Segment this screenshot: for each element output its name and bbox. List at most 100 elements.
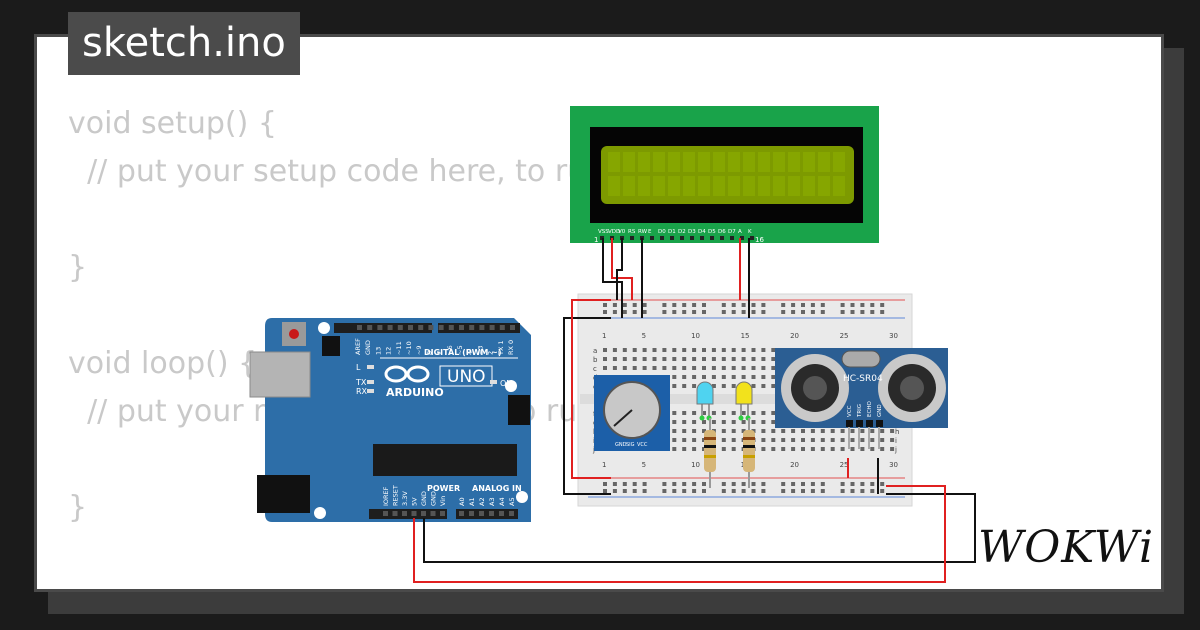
breadboard-hole bbox=[751, 366, 756, 370]
rail-hole bbox=[692, 310, 697, 314]
column-number: 25 bbox=[840, 461, 849, 469]
digital-pin-label: 4 bbox=[466, 351, 474, 355]
breadboard-hole bbox=[721, 420, 726, 424]
breadboard-hole bbox=[791, 447, 796, 451]
resistor bbox=[704, 418, 716, 488]
power-pin-label: 5V bbox=[411, 497, 419, 506]
breadboard-hole bbox=[830, 438, 835, 442]
lcd-pin bbox=[690, 236, 694, 240]
header-pin bbox=[448, 325, 454, 330]
breadboard-hole bbox=[751, 357, 756, 361]
breadboard-hole bbox=[880, 438, 885, 442]
header-pin bbox=[357, 325, 362, 330]
digital-pin-label: ~10 bbox=[405, 341, 413, 355]
rail-hole bbox=[603, 482, 607, 486]
lcd-char-cell bbox=[803, 176, 815, 196]
rail-hole bbox=[612, 489, 617, 493]
lcd-pin-label: D7 bbox=[728, 229, 736, 235]
column-number: 20 bbox=[790, 332, 799, 340]
breadboard-hole bbox=[771, 375, 776, 379]
breadboard-hole bbox=[751, 420, 756, 424]
code-line: void loop() { bbox=[68, 346, 258, 381]
breadboard-hole bbox=[761, 438, 766, 442]
breadboard-hole bbox=[890, 447, 895, 451]
breadboard-hole bbox=[682, 366, 687, 370]
code-line: } bbox=[68, 250, 88, 285]
breadboard-hole bbox=[761, 420, 766, 424]
rail-hole bbox=[603, 310, 607, 314]
rail-hole bbox=[702, 310, 706, 314]
breadboard-hole bbox=[731, 447, 736, 451]
analog-pin-label: A4 bbox=[498, 497, 506, 506]
breadboard-hole bbox=[721, 366, 726, 370]
lcd-char-cell bbox=[683, 152, 695, 172]
arduino-brand-label: ARDUINO bbox=[386, 386, 444, 399]
header-pin bbox=[479, 511, 484, 516]
rail-hole bbox=[860, 303, 865, 307]
rail-hole bbox=[662, 482, 667, 486]
tx-led-label: TX bbox=[355, 378, 367, 387]
rail-hole bbox=[791, 489, 796, 493]
digital-pin-label: TX 1 bbox=[497, 340, 505, 356]
breadboard-hole bbox=[682, 411, 687, 415]
breadboard-hole bbox=[672, 348, 677, 352]
breadboard-hole bbox=[741, 366, 746, 370]
column-number: 15 bbox=[741, 332, 750, 340]
breadboard-hole bbox=[721, 438, 726, 442]
breadboard-hole bbox=[692, 366, 697, 370]
lcd-pin-label: RS bbox=[628, 229, 636, 235]
breadboard-hole bbox=[791, 438, 796, 442]
power-pin-label: Vin bbox=[439, 496, 447, 506]
digital-pin-label: 12 bbox=[385, 347, 393, 355]
breadboard-hole bbox=[761, 348, 766, 352]
breadboard-hole bbox=[880, 429, 885, 433]
breadboard-hole bbox=[682, 348, 687, 352]
rail-hole bbox=[672, 303, 677, 307]
breadboard-hole bbox=[692, 411, 697, 415]
lcd-pin-first-label: 1 bbox=[594, 236, 598, 244]
breadboard-hole bbox=[692, 384, 697, 388]
breadboard-hole bbox=[860, 429, 865, 433]
digital-pin-label: ~3 bbox=[476, 345, 484, 355]
rail-hole bbox=[612, 303, 617, 307]
lcd-pin bbox=[650, 236, 654, 240]
rail-hole bbox=[721, 482, 726, 486]
breadboard-hole bbox=[741, 348, 746, 352]
lcd-pin bbox=[730, 236, 734, 240]
row-letter: a bbox=[593, 347, 597, 355]
rail-hole bbox=[860, 489, 865, 493]
sensor-pin bbox=[866, 420, 873, 427]
header-pin bbox=[499, 325, 505, 330]
breadboard-hole bbox=[771, 420, 776, 424]
digital-pin-label: 2 bbox=[487, 351, 495, 355]
lcd-char-cell bbox=[638, 152, 650, 172]
header-pin bbox=[469, 511, 474, 516]
rail-hole bbox=[672, 482, 677, 486]
breadboard-hole bbox=[692, 357, 697, 361]
lcd-char-cell bbox=[668, 152, 680, 172]
rail-hole bbox=[622, 489, 627, 493]
rail-hole bbox=[870, 482, 875, 486]
rail-hole bbox=[850, 310, 855, 314]
lcd-char-cell bbox=[773, 176, 785, 196]
breadboard-hole bbox=[761, 411, 766, 415]
rail-hole bbox=[801, 303, 805, 307]
digital-pin-label: RX 0 bbox=[507, 340, 515, 355]
breadboard-hole bbox=[612, 357, 617, 361]
column-number: 30 bbox=[889, 461, 898, 469]
sensor-pin bbox=[856, 420, 863, 427]
breadboard-hole bbox=[702, 375, 706, 379]
breadboard-hole bbox=[820, 429, 825, 433]
rail-hole bbox=[880, 303, 885, 307]
breadboard-hole bbox=[771, 411, 776, 415]
power-pin-label: GND bbox=[420, 491, 428, 506]
breadboard-hole bbox=[692, 447, 697, 451]
sketch-file-tab[interactable]: sketch.ino bbox=[68, 12, 300, 75]
hc-sr04-label: HC-SR04 bbox=[843, 374, 883, 384]
rail-hole bbox=[850, 303, 855, 307]
lcd-pin bbox=[720, 236, 724, 240]
header-pin bbox=[421, 511, 426, 516]
breadboard-hole bbox=[741, 420, 746, 424]
breadboard-hole bbox=[642, 366, 647, 370]
